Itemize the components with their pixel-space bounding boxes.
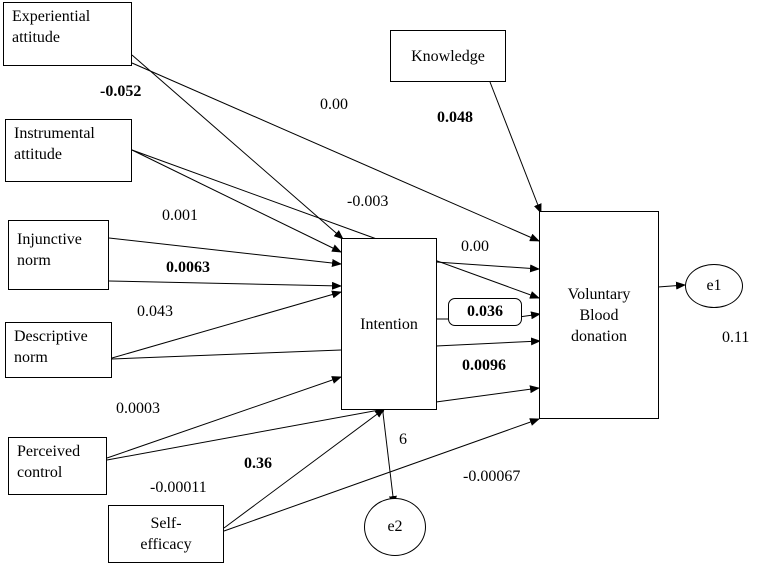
node-self-efficacy-label-2: efficacy: [140, 536, 192, 553]
node-descriptive-norm: Descriptive norm: [5, 322, 112, 378]
node-knowledge-label: Knowledge: [411, 47, 485, 65]
arrow-perceived-to-donation: [106, 406, 386, 461]
arrow-instrumental-to-intention: [131, 149, 342, 253]
arrow-experiential-to-donation: [131, 62, 540, 242]
arrow-intention-e2: [377, 403, 397, 506]
arrow-injunctive-to-intention-top: [108, 237, 342, 267]
coef-descriptive-to-donation: 0.0096: [462, 357, 506, 374]
node-instrumental-attitude-label: Instrumental attitude: [14, 125, 95, 163]
arrow-intention-to-donation-3: [435, 337, 541, 347]
coef-selfefficacy-to-donation: -0.00067: [463, 468, 521, 485]
node-vbd-label-2: Blood: [579, 306, 619, 324]
coef-descriptive-to-intention: 0.043: [137, 303, 173, 320]
node-e2-label: e2: [387, 518, 403, 535]
arrow-perceived-to-intention: [106, 376, 342, 459]
arrow-intention-to-donation-4: [435, 385, 540, 403]
node-instrumental-attitude: Instrumental attitude: [5, 119, 132, 182]
coef-selfefficacy-other: -0.00011: [150, 479, 207, 496]
coef-selfefficacy-to-intention: 0.36: [244, 455, 272, 472]
coef-instrumental-to-intention: 0.001: [162, 207, 198, 224]
coef-intention-to-donation-boxed: 0.036: [448, 298, 522, 326]
arrow-knowledge-to-donation: [489, 81, 542, 214]
arrow-instrumental-to-donation: [131, 149, 540, 299]
node-self-efficacy: Self- efficacy: [108, 505, 224, 563]
node-vbd-label-1: Voluntary: [567, 285, 631, 303]
coef-intention-to-donation: 0.00: [461, 238, 489, 255]
node-e1-label: e1: [706, 277, 722, 294]
coef-donation-r2: 0.11: [722, 329, 750, 346]
node-intention: Intention: [341, 238, 437, 410]
coef-experiential-to-intention: -0.052: [100, 83, 142, 100]
node-perceived-control-label: Perceived control: [17, 443, 81, 481]
node-intention-label: Intention: [360, 315, 418, 333]
arrow-donation-to-e1: [657, 281, 686, 290]
coef-experiential-to-donation: 0.00: [320, 96, 348, 113]
coef-knowledge-to-donation: 0.048: [437, 109, 473, 126]
node-experiential-attitude-label: Experiential attitude: [12, 8, 91, 46]
arrow-experiential-to-intention: [131, 54, 344, 240]
node-self-efficacy-label-1: Self-: [150, 515, 182, 532]
arrow-intention-to-donation-1: [435, 261, 540, 273]
node-e2: e2: [364, 498, 426, 556]
coef-perceived-to-intention: 0.0003: [116, 400, 160, 417]
coef-instrumental-to-donation: -0.003: [347, 193, 389, 210]
node-voluntary-blood-donation: Voluntary Blood donation: [539, 211, 659, 419]
arrow-descriptive-to-intention: [111, 290, 342, 359]
node-vbd-label-3: donation: [571, 327, 627, 345]
coef-injunctive-to-intention: 0.0063: [166, 259, 210, 276]
arrow-injunctive-to-intention-bottom: [108, 280, 342, 290]
node-injunctive-norm-label: Injunctive norm: [17, 231, 82, 269]
coef-e2-label: 6: [399, 431, 407, 448]
node-knowledge: Knowledge: [390, 30, 506, 82]
node-e1: e1: [685, 264, 743, 308]
arrow-selfefficacy-to-intention: [223, 408, 385, 529]
node-experiential-attitude: Experiential attitude: [3, 2, 132, 66]
node-perceived-control: Perceived control: [8, 437, 107, 495]
node-injunctive-norm: Injunctive norm: [8, 220, 109, 290]
arrow-descriptive-to-donation: [111, 349, 342, 360]
arrow-intention-to-donation-2: [518, 311, 541, 320]
node-descriptive-norm-label: Descriptive norm: [14, 328, 88, 366]
